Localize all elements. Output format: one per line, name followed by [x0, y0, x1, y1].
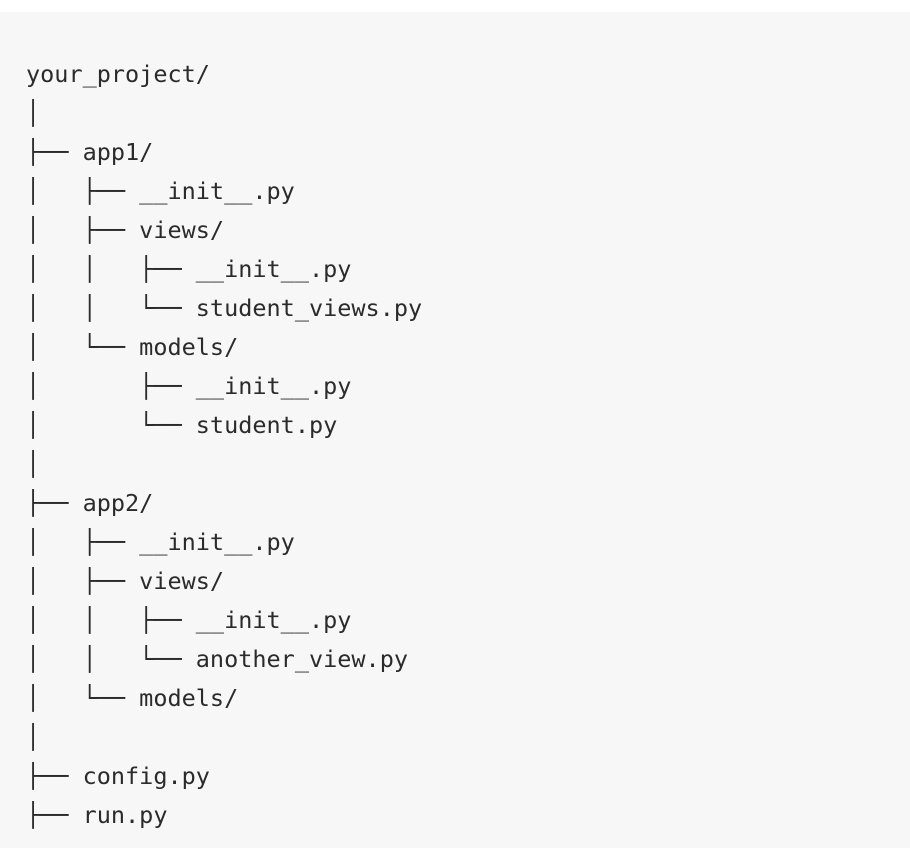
tree-line: │ ├── __init__.py — [26, 528, 295, 556]
tree-line: │ ├── views/ — [26, 216, 225, 244]
tree-line: │ │ ├── __init__.py — [26, 255, 352, 283]
tree-line: │ — [26, 723, 41, 751]
tree-line: │ — [26, 450, 41, 478]
tree-line: │ └── models/ — [26, 684, 239, 712]
tree-line-run: ├── run.py — [26, 801, 168, 829]
code-block: your_project/ │ ├── app1/ │ ├── __init__… — [0, 12, 910, 848]
tree-line-app2: ├── app2/ — [26, 489, 154, 517]
tree-line: │ └── models/ — [26, 333, 239, 361]
tree-line: │ — [26, 99, 41, 127]
tree-line: │ ├── views/ — [26, 567, 225, 595]
tree-line: │ │ └── student_views.py — [26, 294, 423, 322]
tree-line: │ ├── __init__.py — [26, 177, 295, 205]
tree-line-config: ├── config.py — [26, 762, 210, 790]
tree-line: │ └── student.py — [26, 411, 338, 439]
tree-line-root: your_project/ — [26, 60, 210, 88]
tree-line: │ │ └── another_view.py — [26, 645, 409, 673]
tree-line-app1: ├── app1/ — [26, 138, 154, 166]
tree-line: │ │ ├── __init__.py — [26, 606, 352, 634]
tree-line: │ ├── __init__.py — [26, 372, 352, 400]
